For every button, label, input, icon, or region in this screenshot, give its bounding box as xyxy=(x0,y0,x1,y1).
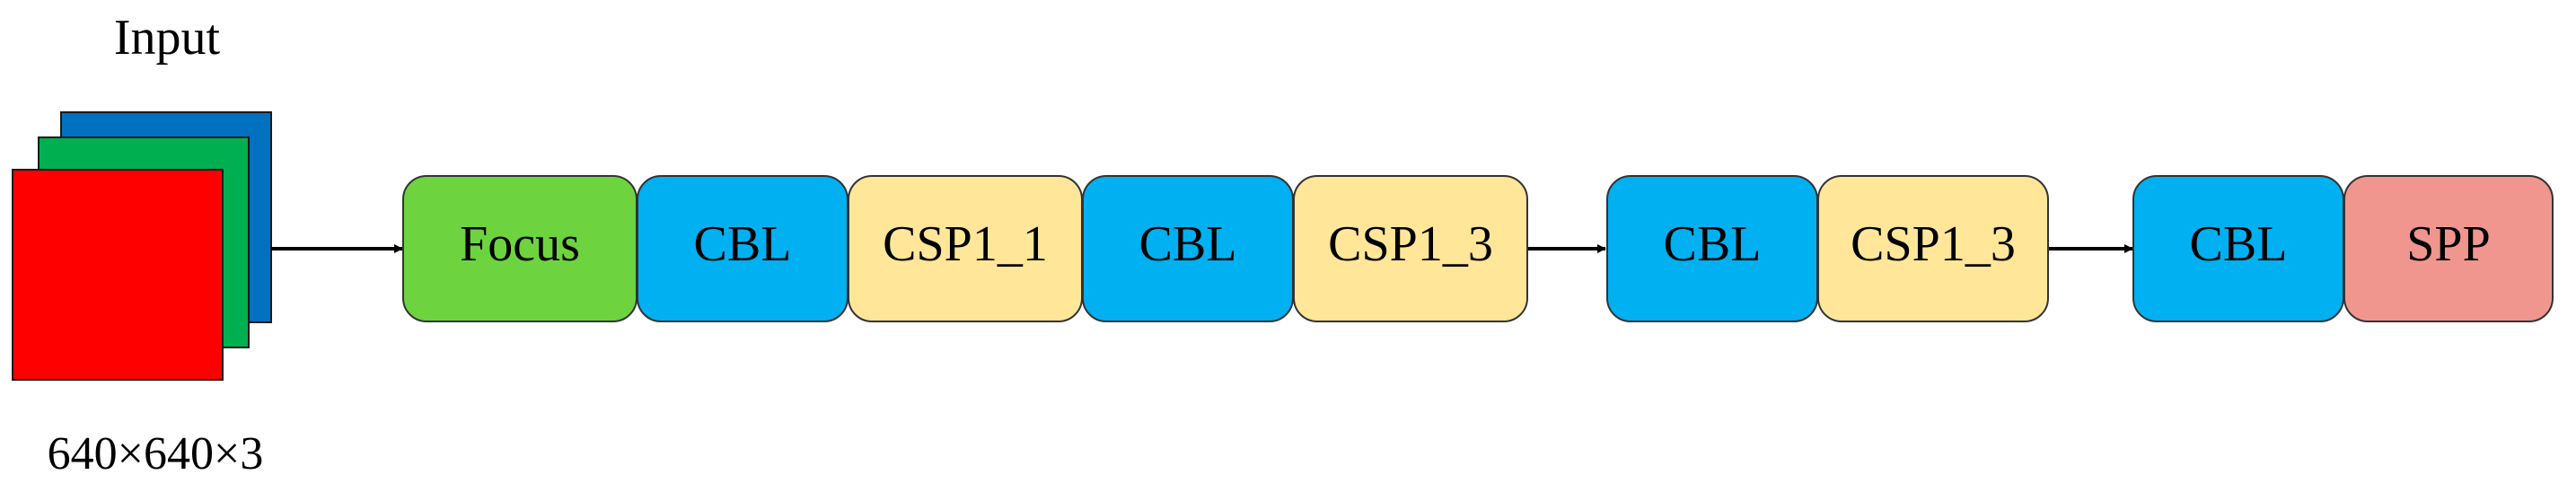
svg-text:CBL: CBL xyxy=(694,216,792,272)
svg-text:CBL: CBL xyxy=(1139,216,1237,272)
svg-text:Focus: Focus xyxy=(460,216,580,272)
block-focus: Focus xyxy=(402,175,637,322)
block-cbl-1: CBL xyxy=(637,175,848,322)
input-dimensions: 640×640×3 xyxy=(48,428,264,479)
block-csp1-3: CSP1_3 xyxy=(1293,175,1528,322)
svg-text:SPP: SPP xyxy=(2406,216,2490,272)
svg-text:CSP1_3: CSP1_3 xyxy=(1851,216,2016,272)
block-csp1-3-2: CSP1_3 xyxy=(1817,175,2049,322)
svg-text:CBL: CBL xyxy=(1664,216,1762,272)
svg-text:CSP1_1: CSP1_1 xyxy=(883,216,1048,272)
block-cbl-3: CBL xyxy=(1606,175,1818,322)
block-spp: SPP xyxy=(2343,175,2554,322)
block-cbl-4: CBL xyxy=(2132,175,2344,322)
block-cbl-2: CBL xyxy=(1082,175,1294,322)
input-layer-front xyxy=(12,169,224,381)
input-label: Input xyxy=(114,10,221,66)
svg-text:CSP1_3: CSP1_3 xyxy=(1328,216,1493,272)
block-csp1-1: CSP1_1 xyxy=(848,175,1083,322)
svg-text:CBL: CBL xyxy=(2190,216,2288,272)
